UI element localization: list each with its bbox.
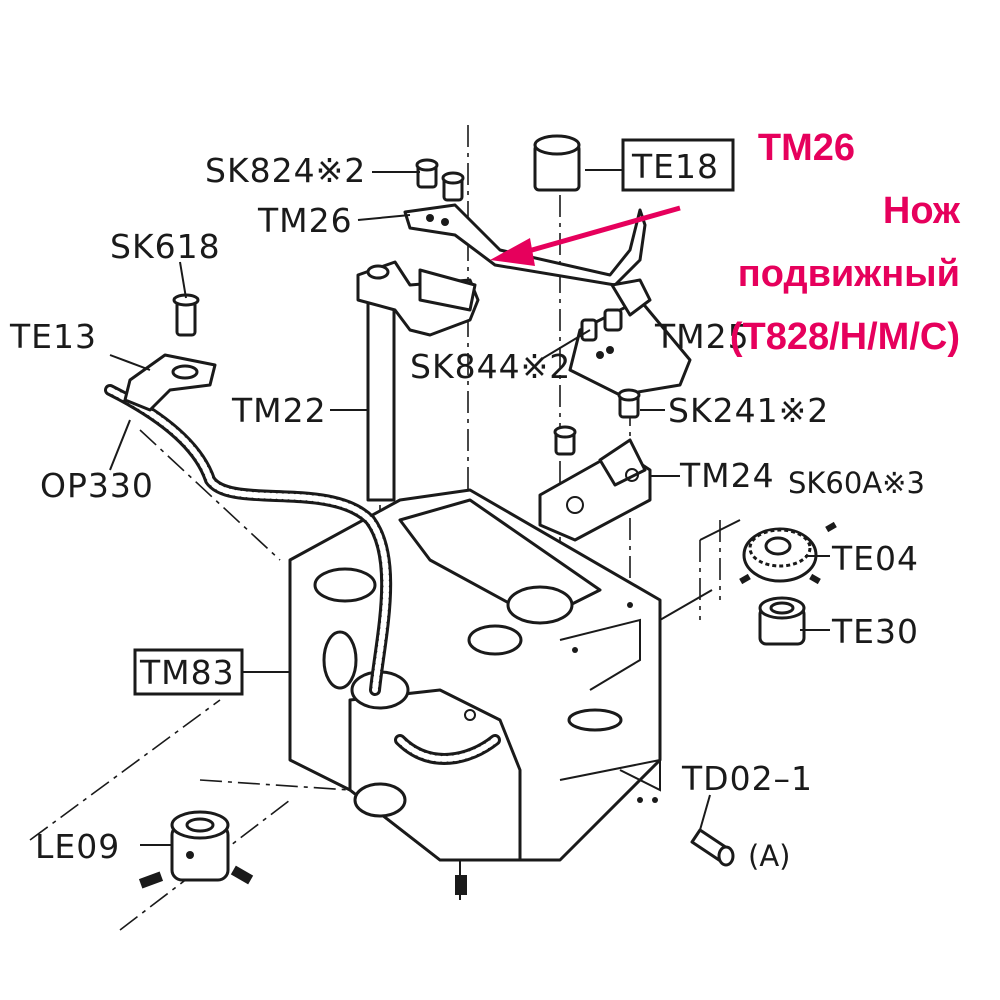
label-le09: LE09 <box>35 827 120 866</box>
bushing-te18 <box>533 134 581 192</box>
arrow-head-icon <box>490 238 535 266</box>
label-tm24: TM24 <box>679 456 775 495</box>
label-op330: OP330 <box>40 466 154 505</box>
label-te13: TE13 <box>9 317 97 356</box>
tm83-label-box <box>133 648 244 696</box>
bracket-tm25 <box>568 278 692 397</box>
base-block-tm83 <box>288 488 662 900</box>
annotation-line1: Нож <box>883 190 961 232</box>
gear-te04 <box>739 521 837 585</box>
label-tm26: TM26 <box>257 201 353 240</box>
label-te30: TE30 <box>831 612 919 651</box>
label-sk844: SK844※2 <box>410 347 571 386</box>
collar-le09 <box>138 810 254 889</box>
label-sk60a: SK60A※3 <box>788 466 925 500</box>
label-tm25: TM25 <box>654 317 750 356</box>
moving-knife-tm26 <box>403 158 647 287</box>
label-sk824: SK824※2 <box>205 151 366 190</box>
label-te04: TE04 <box>831 539 919 578</box>
label-sk618: SK618 <box>110 227 221 266</box>
label-td02-1: TD02–1 <box>681 759 813 798</box>
annotation-line2: подвижный <box>738 253 960 295</box>
annotation-moving-knife: TM26 Нож подвижный (T828/H/M/C) <box>490 127 961 358</box>
leader-lines <box>109 169 830 846</box>
label-a-marker: (A) <box>748 839 790 873</box>
pin-td02-1 <box>690 828 735 867</box>
label-tm83: TM83 <box>139 653 235 692</box>
label-tm22: TM22 <box>231 391 327 430</box>
plate-tm24 <box>538 388 652 542</box>
te18-label-box <box>621 138 735 192</box>
annotation-code: TM26 <box>758 127 855 169</box>
shaft-tm22 <box>356 260 480 502</box>
bushing-te30 <box>758 596 806 646</box>
annotation-line3: (T828/H/M/C) <box>730 316 960 358</box>
label-te18: TE18 <box>631 147 719 186</box>
label-sk241: SK241※2 <box>668 391 829 430</box>
